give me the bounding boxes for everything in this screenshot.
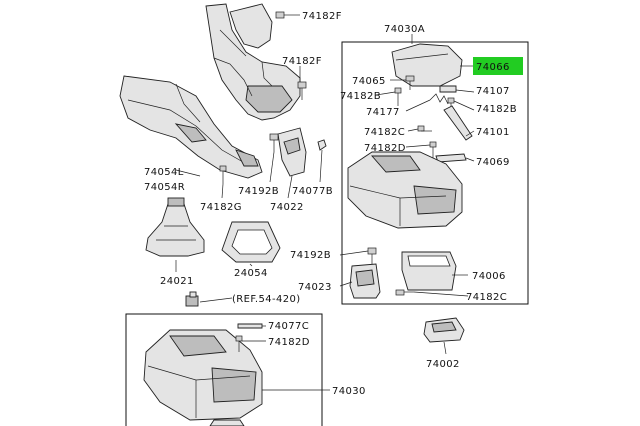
small-hardware-74065: [405, 75, 415, 90]
label-ref[interactable]: (REF.54-420): [232, 294, 301, 305]
console-frame-drawing: [205, 3, 301, 121]
label-74054L[interactable]: 74054L: [144, 167, 184, 178]
tray-74006-drawing: [401, 251, 457, 291]
shift-boot-drawing: [145, 197, 205, 257]
hinge-arm-74101: [443, 105, 473, 141]
label-74077B[interactable]: 74077B: [292, 186, 333, 197]
label-74023[interactable]: 74023: [298, 282, 332, 293]
detail-box-74030: [125, 313, 323, 426]
highlight-74066: [473, 57, 523, 75]
bolt-74182D-a: [429, 141, 437, 158]
label-74002[interactable]: 74002: [426, 359, 460, 370]
spring-74177: [429, 93, 449, 105]
label-74182F-b[interactable]: 74182F: [282, 56, 322, 67]
label-74022[interactable]: 74022: [270, 202, 304, 213]
detail-box-74030A: [341, 41, 529, 305]
cup-holder-74002-drawing: [423, 317, 465, 343]
label-74107[interactable]: 74107: [476, 86, 510, 97]
bolt-74192B-b: [367, 247, 377, 264]
label-74192B-b[interactable]: 74192B: [290, 250, 331, 261]
console-box-74030A-drawing: [347, 151, 463, 229]
label-74030[interactable]: 74030: [332, 386, 366, 397]
bolt-74182G: [219, 165, 227, 184]
latch-74069: [435, 153, 467, 163]
label-74054R[interactable]: 74054R: [144, 182, 185, 193]
label-74182D-a[interactable]: 74182D: [364, 143, 406, 154]
hinge-74107: [439, 85, 457, 93]
label-74182D-b[interactable]: 74182D: [268, 337, 310, 348]
label-74192B-a[interactable]: 74192B: [238, 186, 279, 197]
armrest-lid-drawing: [391, 43, 463, 87]
label-74182C-a[interactable]: 74182C: [364, 127, 405, 138]
label-24021[interactable]: 24021: [160, 276, 194, 287]
label-74030A[interactable]: 74030A: [384, 24, 425, 35]
label-74182G[interactable]: 74182G: [200, 202, 242, 213]
label-74069[interactable]: 74069: [476, 157, 510, 168]
ref-clip-drawing: [185, 291, 199, 307]
bolt-74182C-a: [417, 125, 432, 132]
bolt-74182F-b: [297, 81, 307, 100]
console-box-74030-drawing: [143, 329, 263, 426]
side-panel-drawing: [119, 75, 263, 179]
label-74182C-b[interactable]: 74182C: [466, 292, 507, 303]
bolt-74182F-a: [275, 11, 296, 19]
label-24054[interactable]: 24054: [234, 268, 268, 279]
label-74077C[interactable]: 74077C: [268, 321, 309, 332]
bolt-74182B-a: [394, 87, 402, 106]
bolt-74182C-b: [395, 289, 414, 296]
label-74006[interactable]: 74006: [472, 271, 506, 282]
bracket-74022-drawing: [277, 127, 307, 177]
label-74101[interactable]: 74101: [476, 127, 510, 138]
label-74182F-a[interactable]: 74182F: [302, 11, 342, 22]
label-74177[interactable]: 74177: [366, 107, 400, 118]
clip-74077B-drawing: [317, 139, 327, 151]
label-74065[interactable]: 74065: [352, 76, 386, 87]
label-74182B-b[interactable]: 74182B: [476, 104, 517, 115]
label-74066[interactable]: 74066: [476, 62, 510, 73]
trim-ring-drawing: [221, 221, 281, 263]
bolt-74192B-a: [269, 133, 279, 152]
clip-74077C: [237, 323, 263, 329]
leader-lines: [175, 14, 475, 391]
bolt-74182D-b: [235, 335, 243, 352]
label-74182B-a[interactable]: 74182B: [340, 91, 381, 102]
part-number-labels: 74182F 74030A 74182F 74066 74065 74107 7…: [144, 11, 517, 397]
bracket-74023-drawing: [349, 263, 381, 299]
